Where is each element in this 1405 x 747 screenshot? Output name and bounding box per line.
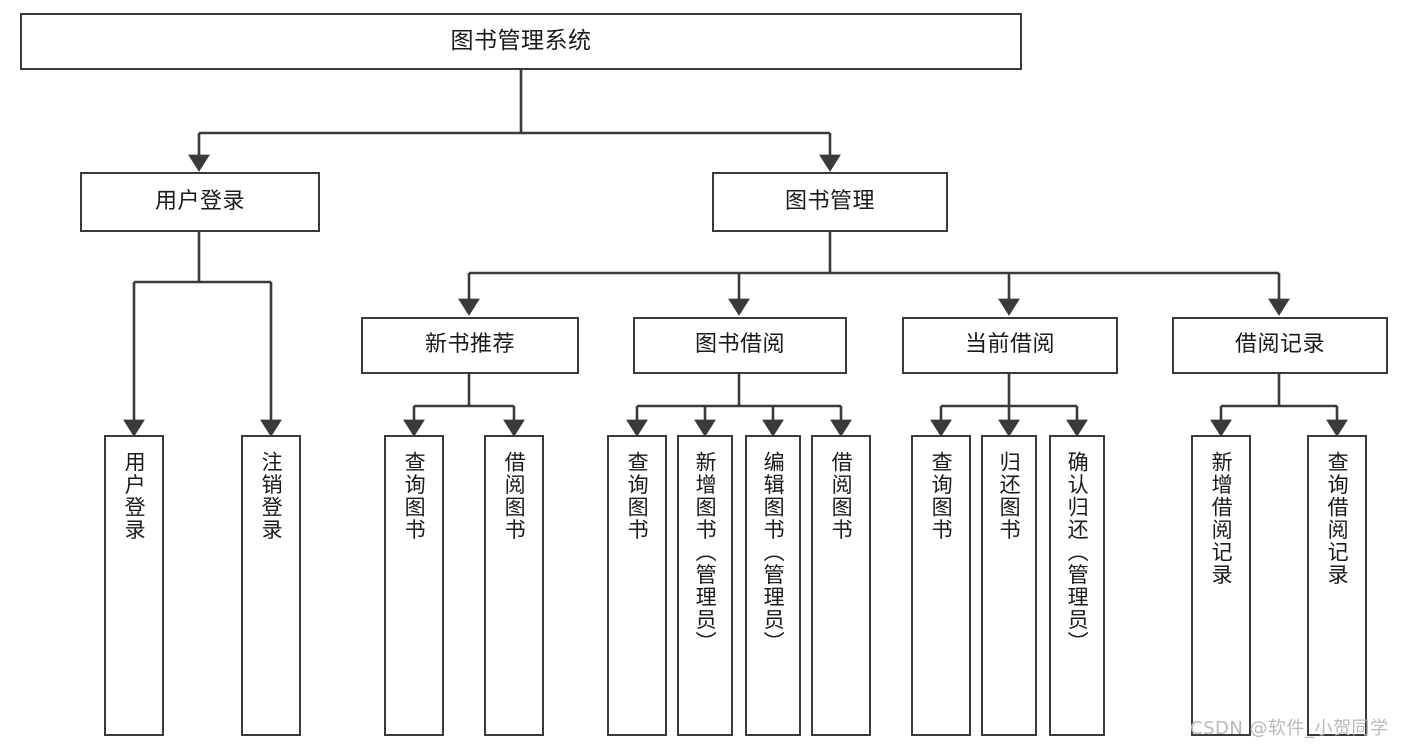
node-label: 借阅图书	[829, 451, 854, 541]
node-book-management[interactable]: 图书管理	[712, 172, 948, 232]
node-root-system[interactable]: 图书管理系统	[20, 13, 1022, 70]
leaf-confirm-return-admin[interactable]: 确认归还（管理员）	[1049, 435, 1105, 736]
node-label: 当前借阅	[964, 332, 1055, 358]
leaf-user-logout[interactable]: 注销登录	[241, 435, 301, 736]
node-label: 编辑图书（管理员）	[761, 451, 786, 654]
watermark-csdn: CSDN @软件_小贺同学	[1190, 718, 1389, 739]
leaf-query-borrow-record[interactable]: 查询借阅记录	[1307, 435, 1367, 736]
leaf-add-borrow-record[interactable]: 新增借阅记录	[1191, 435, 1251, 736]
leaf-user-login[interactable]: 用户登录	[104, 435, 164, 736]
node-label: 归还图书	[997, 451, 1022, 541]
node-label: 借阅记录	[1234, 332, 1325, 358]
node-label: 新书推荐	[424, 332, 515, 358]
node-label: 图书管理系统	[450, 27, 592, 54]
node-label: 图书借阅	[694, 332, 785, 358]
node-label: 查询借阅记录	[1325, 451, 1350, 586]
leaf-add-book-admin[interactable]: 新增图书（管理员）	[677, 435, 733, 736]
leaf-query-book-borrow[interactable]: 查询图书	[607, 435, 667, 736]
node-new-book-recommend[interactable]: 新书推荐	[361, 317, 579, 374]
node-label: 用户登录	[122, 451, 147, 541]
node-current-borrow[interactable]: 当前借阅	[902, 317, 1118, 374]
leaf-borrow-book-recommend[interactable]: 借阅图书	[484, 435, 544, 736]
node-user-login[interactable]: 用户登录	[80, 172, 320, 232]
leaf-query-book-current[interactable]: 查询图书	[911, 435, 971, 736]
node-label: 新增图书（管理员）	[693, 451, 718, 654]
node-label: 借阅图书	[502, 451, 527, 541]
node-borrow-record[interactable]: 借阅记录	[1172, 317, 1388, 374]
node-label: 查询图书	[625, 451, 650, 541]
node-book-borrow[interactable]: 图书借阅	[633, 317, 847, 374]
node-label: 图书管理	[784, 188, 875, 214]
leaf-query-book-recommend[interactable]: 查询图书	[384, 435, 444, 736]
node-label: 新增借阅记录	[1209, 451, 1234, 586]
node-label: 用户登录	[154, 188, 245, 214]
leaf-return-book[interactable]: 归还图书	[981, 435, 1037, 736]
node-label: 注销登录	[259, 451, 284, 541]
leaf-edit-book-admin[interactable]: 编辑图书（管理员）	[745, 435, 801, 736]
node-label: 查询图书	[402, 451, 427, 541]
leaf-borrow-book[interactable]: 借阅图书	[811, 435, 871, 736]
node-label: 确认归还（管理员）	[1065, 451, 1090, 654]
node-label: 查询图书	[929, 451, 954, 541]
